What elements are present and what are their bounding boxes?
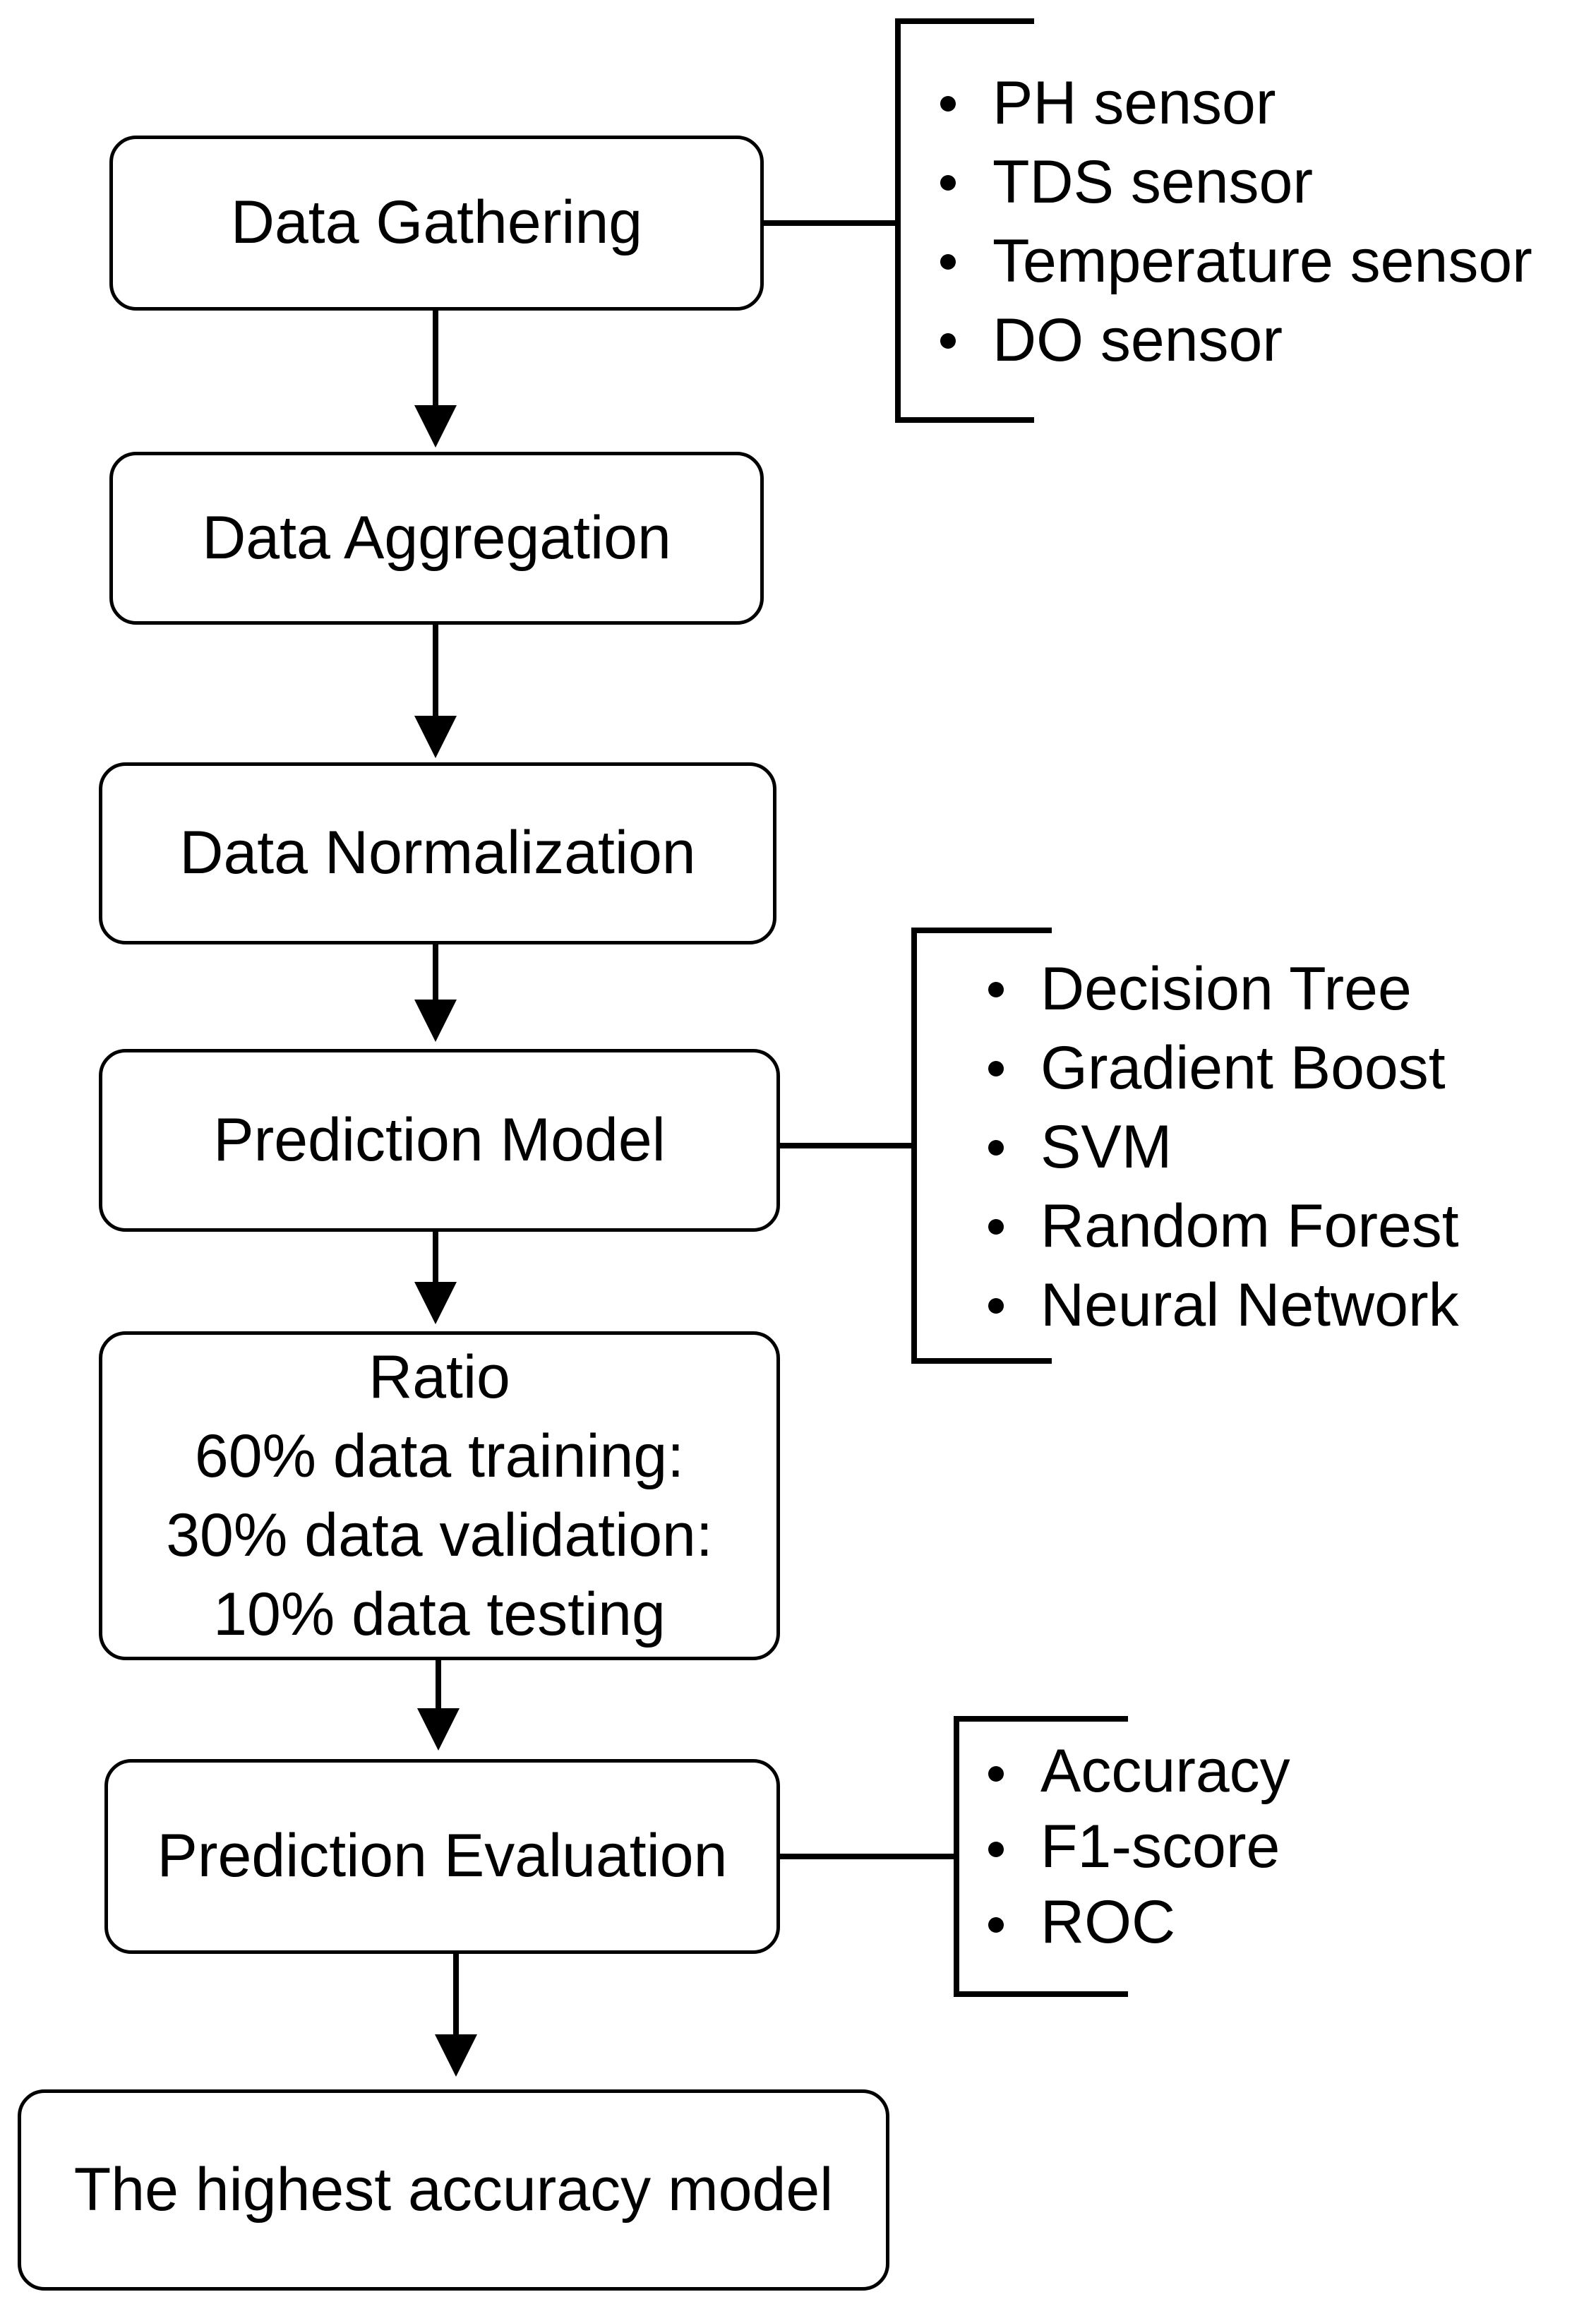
list-item: TDS sensor	[933, 143, 1532, 222]
arrow-normalization-to-model	[414, 944, 457, 1042]
list-item: Neural Network	[981, 1266, 1459, 1345]
ratio-testing: 10% data testing	[213, 1580, 666, 1648]
sensor-list: PH sensor TDS sensor Temperature sensor …	[933, 64, 1532, 380]
list-item: Decision Tree	[981, 949, 1459, 1028]
list-item: DO sensor	[933, 301, 1532, 380]
step-data-gathering: Data Gathering	[109, 136, 764, 311]
ratio-training: 60% data training:	[194, 1422, 685, 1490]
ratio-title: Ratio	[368, 1343, 510, 1411]
ratio-validation: 30% data validation:	[166, 1501, 713, 1569]
arrow-model-to-ratio	[414, 1232, 457, 1324]
arrow-evaluation-to-result	[435, 1954, 477, 2077]
arrow-ratio-to-evaluation	[417, 1660, 460, 1751]
metrics-bracket	[780, 1716, 1128, 1997]
step-label: Data Normalization	[179, 819, 696, 887]
arrow-gathering-to-aggregation	[414, 311, 457, 448]
model-list: Decision Tree Gradient Boost SVM Random …	[981, 949, 1459, 1345]
step-label: Prediction Model	[213, 1105, 666, 1174]
list-item: Temperature sensor	[933, 222, 1532, 301]
list-item: Gradient Boost	[981, 1028, 1459, 1108]
arrow-aggregation-to-normalization	[414, 625, 457, 758]
list-item: Accuracy	[981, 1734, 1290, 1809]
metric-list: Accuracy F1-score ROC	[981, 1734, 1290, 1960]
step-prediction-evaluation: Prediction Evaluation	[104, 1759, 780, 1954]
models-bracket	[780, 928, 1052, 1364]
step-data-aggregation: Data Aggregation	[109, 452, 764, 625]
step-label: The highest accuracy model	[73, 2155, 834, 2224]
list-item: F1-score	[981, 1809, 1290, 1885]
step-label: Data Aggregation	[202, 503, 671, 572]
step-data-normalization: Data Normalization	[99, 762, 776, 944]
list-item: SVM	[981, 1108, 1459, 1187]
list-item: ROC	[981, 1885, 1290, 1960]
ratio-lines: Ratio 60% data training: 30% data valida…	[166, 1338, 713, 1654]
list-item: PH sensor	[933, 64, 1532, 143]
step-prediction-model: Prediction Model	[99, 1049, 780, 1232]
step-label: Data Gathering	[230, 188, 643, 257]
list-item: Random Forest	[981, 1187, 1459, 1266]
step-label: Prediction Evaluation	[157, 1822, 728, 1890]
step-highest-accuracy-model: The highest accuracy model	[18, 2089, 889, 2291]
step-ratio: Ratio 60% data training: 30% data valida…	[99, 1331, 780, 1660]
sensors-bracket	[761, 18, 1034, 423]
